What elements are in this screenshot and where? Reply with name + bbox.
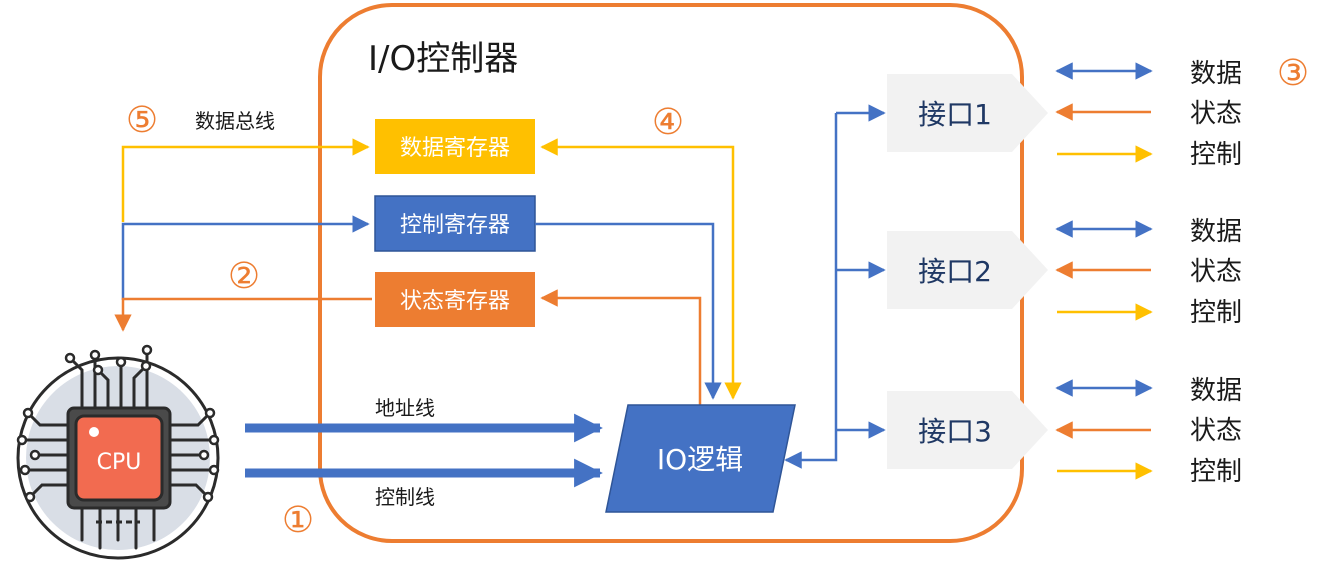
- control-register-label: 控制寄存器: [400, 213, 510, 238]
- status-register-label: 状态寄存器: [400, 289, 510, 314]
- control-line-label: 控制线: [375, 485, 435, 509]
- marker-4: ④: [652, 102, 684, 143]
- interface-2-signals: [1055, 220, 1153, 321]
- data-register-io-link: [540, 138, 742, 400]
- data-bus-label: 数据总线: [195, 109, 275, 133]
- interface-1-label: 接口1: [918, 98, 992, 131]
- interface-3-signal-status: 状态: [1190, 416, 1242, 446]
- control-register-box: [374, 195, 536, 252]
- interface-2-box: [887, 231, 1048, 309]
- cpu-label: CPU: [97, 450, 142, 475]
- control-bus-line: [121, 215, 370, 300]
- status-register-box: [375, 272, 535, 327]
- address-line-label: 地址线: [375, 396, 435, 420]
- io-logic-label: IO逻辑: [657, 443, 743, 476]
- interface-1-signal-status: 状态: [1190, 99, 1242, 129]
- interface-1-signal-data: 数据: [1190, 59, 1242, 89]
- interface-3-label: 接口3: [918, 415, 992, 448]
- interface-2-signal-data: 数据: [1190, 217, 1242, 247]
- interface-3-box: [887, 391, 1048, 469]
- interface-2-label: 接口2: [918, 255, 992, 288]
- marker-5: ⑤: [126, 100, 158, 141]
- interface-3-signals: [1055, 379, 1153, 480]
- interface-2-signal-control: 控制: [1190, 298, 1242, 328]
- marker-2: ②: [228, 256, 260, 297]
- status-register-io-link: [540, 289, 702, 405]
- control-register-io-link: [535, 222, 722, 400]
- data-register-label: 数据寄存器: [400, 136, 510, 161]
- status-bus-line: [114, 297, 372, 332]
- data-bus-line: [121, 138, 370, 222]
- interface-3-signal-data: 数据: [1190, 376, 1242, 406]
- io-interface-trunk: [784, 113, 838, 469]
- interface-1-signals: [1055, 62, 1153, 163]
- cpu-chip-icon: [16, 344, 220, 560]
- controller-title: I/O控制器: [368, 39, 518, 79]
- io-logic-box: [605, 404, 796, 513]
- marker-1: ①: [282, 500, 314, 541]
- interface-1-box: [887, 74, 1048, 152]
- interface-3-signal-control: 控制: [1190, 457, 1242, 487]
- interface-1-signal-control: 控制: [1190, 140, 1242, 170]
- data-register-box: [375, 119, 535, 174]
- interface-2-signal-status: 状态: [1190, 257, 1242, 287]
- marker-3: ③: [1277, 53, 1309, 94]
